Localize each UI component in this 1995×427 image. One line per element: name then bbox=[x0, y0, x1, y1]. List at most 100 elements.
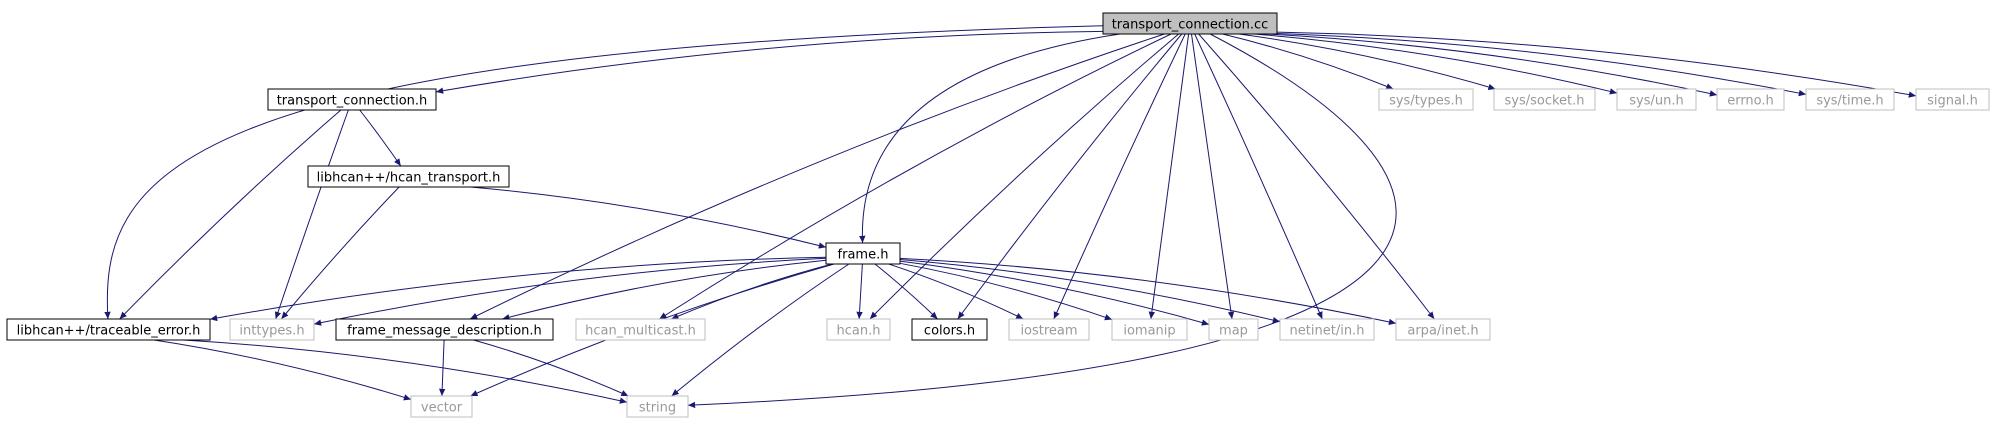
node-box bbox=[229, 318, 315, 341]
edge-frame-to-iomanip bbox=[899, 262, 1113, 321]
node-box bbox=[267, 88, 437, 111]
node-label: iomanip bbox=[1123, 324, 1175, 339]
edge-frame-to-hcan bbox=[856, 263, 863, 320]
edge-root-to-iomanip bbox=[1148, 33, 1190, 320]
edge-trace-to-vector bbox=[153, 339, 412, 401]
node-iostream: iostream bbox=[1008, 318, 1090, 341]
node-trace[interactable]: libhcan++/traceable_error.h bbox=[6, 318, 211, 341]
edge-root-to-signal bbox=[1276, 31, 1917, 98]
node-box bbox=[911, 318, 988, 341]
node-label: string bbox=[639, 401, 676, 416]
node-netinet: netinet/in.h bbox=[1279, 318, 1375, 341]
node-label: errno.h bbox=[1727, 94, 1774, 109]
node-string: string bbox=[626, 395, 689, 418]
node-box bbox=[1378, 88, 1474, 111]
edge-root-to-multicast bbox=[659, 33, 1172, 320]
edge-frame-to-netinet bbox=[899, 259, 1281, 324]
edge-frame-to-map bbox=[899, 260, 1210, 326]
node-label: colors.h bbox=[924, 324, 975, 339]
node-label: map bbox=[1219, 324, 1248, 339]
node-types: sys/types.h bbox=[1378, 88, 1474, 111]
node-label: vector bbox=[421, 401, 463, 416]
edge-root-to-trace bbox=[104, 25, 1104, 320]
edge-fmd-to-vector bbox=[438, 339, 446, 397]
edge-root-to-un bbox=[1254, 33, 1618, 95]
edge-hcant-to-inttypes bbox=[280, 186, 400, 320]
node-box bbox=[410, 395, 473, 418]
node-inttypes: inttypes.h bbox=[229, 318, 315, 341]
edge-tch-to-hcant bbox=[359, 109, 402, 167]
node-box bbox=[826, 318, 891, 341]
edge-root-to-hcan bbox=[869, 33, 1179, 320]
node-label: transport_connection.cc bbox=[1112, 18, 1269, 33]
edge-root-to-time bbox=[1276, 33, 1807, 97]
edge-root-to-colors bbox=[957, 33, 1183, 320]
node-box bbox=[1395, 318, 1491, 341]
node-box bbox=[575, 318, 706, 341]
node-frame[interactable]: frame.h bbox=[825, 242, 901, 265]
node-label: iostream bbox=[1020, 324, 1077, 339]
node-label: sys/types.h bbox=[1389, 94, 1463, 109]
node-label: signal.h bbox=[1927, 94, 1978, 109]
node-hcan: hcan.h bbox=[826, 318, 891, 341]
node-root: transport_connection.cc bbox=[1102, 12, 1278, 35]
node-box bbox=[6, 318, 211, 341]
node-label: netinet/in.h bbox=[1290, 324, 1365, 339]
edge-tch-to-trace bbox=[119, 109, 342, 320]
edge-root-to-string bbox=[687, 33, 1397, 409]
node-box bbox=[626, 395, 689, 418]
edge-root-to-tch bbox=[435, 30, 1104, 94]
node-map: map bbox=[1208, 318, 1259, 341]
node-box bbox=[1102, 12, 1278, 35]
node-box bbox=[1493, 88, 1596, 111]
node-time: sys/time.h bbox=[1805, 88, 1895, 111]
node-colors[interactable]: colors.h bbox=[911, 318, 988, 341]
node-iomanip: iomanip bbox=[1111, 318, 1188, 341]
edge-root-to-fmd bbox=[469, 33, 1165, 320]
edge-root-to-arpa bbox=[1198, 33, 1435, 320]
node-box bbox=[1915, 88, 1990, 111]
node-box bbox=[1616, 88, 1697, 111]
node-box bbox=[1111, 318, 1188, 341]
node-box bbox=[335, 318, 554, 341]
node-hcant[interactable]: libhcan++/hcan_transport.h bbox=[307, 165, 510, 188]
edge-frame-to-iostream bbox=[888, 263, 1024, 320]
node-fmd[interactable]: frame_message_description.h bbox=[335, 318, 554, 341]
edges-layer bbox=[104, 25, 1917, 409]
edge-frame-to-arpa bbox=[899, 257, 1397, 325]
node-socket: sys/socket.h bbox=[1493, 88, 1596, 111]
node-box bbox=[1208, 318, 1259, 341]
node-label: transport_connection.h bbox=[277, 94, 428, 109]
node-label: inttypes.h bbox=[239, 324, 304, 339]
edge-root-to-errno bbox=[1267, 33, 1718, 97]
node-label: sys/socket.h bbox=[1504, 94, 1584, 109]
node-errno: errno.h bbox=[1716, 88, 1785, 111]
node-arpa: arpa/inet.h bbox=[1395, 318, 1491, 341]
node-label: hcan_multicast.h bbox=[585, 324, 696, 339]
edge-root-to-netinet bbox=[1194, 33, 1323, 320]
node-box bbox=[825, 242, 901, 265]
node-signal: signal.h bbox=[1915, 88, 1990, 111]
node-un: sys/un.h bbox=[1616, 88, 1697, 111]
edge-fmd-to-string bbox=[473, 339, 629, 397]
node-label: libhcan++/traceable_error.h bbox=[17, 324, 201, 339]
edge-root-to-types bbox=[1222, 33, 1394, 90]
edge-root-to-map bbox=[1190, 33, 1235, 320]
node-box bbox=[1279, 318, 1375, 341]
edge-root-to-iostream bbox=[1053, 33, 1186, 320]
node-label: hcan.h bbox=[837, 324, 881, 339]
nodes-layer: transport_connection.cc transport_connect… bbox=[6, 12, 1990, 418]
node-label: frame.h bbox=[838, 248, 889, 263]
edge-root-to-frame bbox=[859, 33, 1121, 244]
edge-hcant-to-frame bbox=[470, 186, 827, 249]
node-label: frame_message_description.h bbox=[347, 324, 542, 339]
node-tch[interactable]: transport_connection.h bbox=[267, 88, 437, 111]
node-vector: vector bbox=[410, 395, 473, 418]
node-box bbox=[1716, 88, 1785, 111]
edge-frame-to-trace bbox=[209, 256, 827, 322]
node-label: sys/time.h bbox=[1816, 94, 1883, 109]
edge-frame-to-colors bbox=[874, 263, 938, 320]
node-label: libhcan++/hcan_transport.h bbox=[317, 171, 501, 186]
edge-root-to-socket bbox=[1238, 33, 1496, 91]
